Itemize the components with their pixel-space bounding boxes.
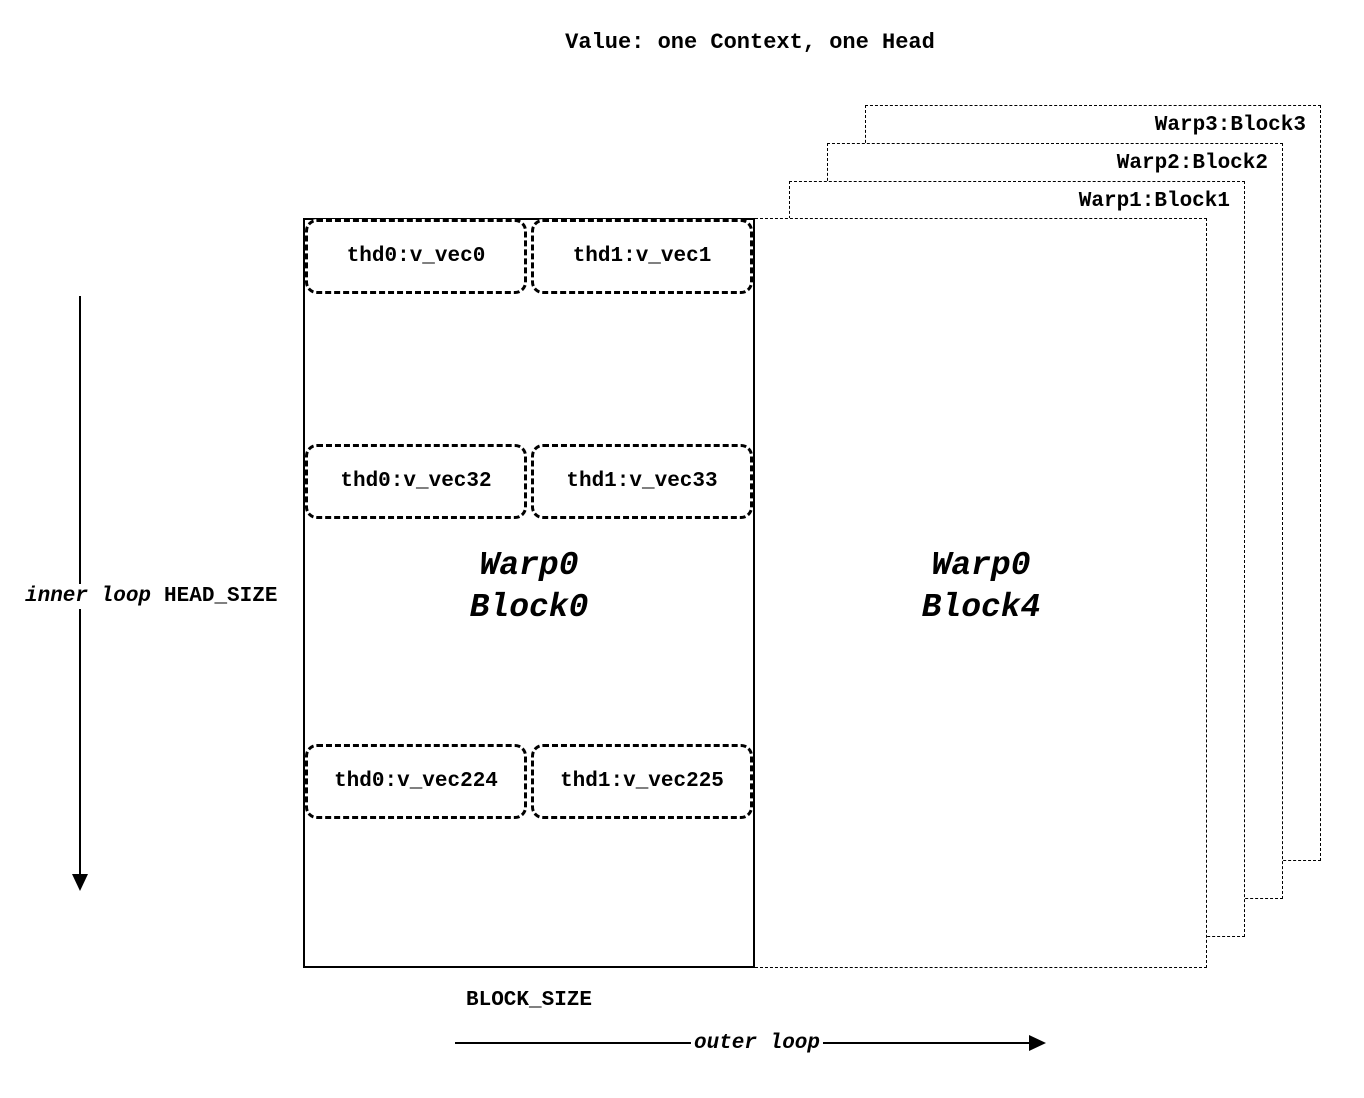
block0-label-line2: Block0: [469, 589, 589, 626]
outer-loop-arrow-head-icon: [1029, 1035, 1046, 1051]
thread-cell-label: thd0:v_vec224: [334, 770, 498, 793]
inner-loop-label: inner loop: [25, 585, 152, 608]
block-warp0-block4-label: Warp0 Block4: [922, 545, 1041, 629]
block-warp0-block0-label: Warp0 Block0: [470, 545, 589, 629]
block-warp0-block0: [303, 218, 755, 968]
thread-cell-label: thd1:v_vec225: [560, 770, 724, 793]
inner-loop-arrow-head-icon: [72, 874, 88, 891]
thread-cell-label: thd1:v_vec1: [572, 245, 712, 268]
outer-loop-label: outer loop: [690, 1031, 824, 1056]
block4-label-line1: Warp0: [931, 547, 1031, 584]
thread-cell: thd1:v_vec33: [531, 444, 753, 519]
block-size-label: BLOCK_SIZE: [462, 988, 596, 1013]
thread-cell-label: thd1:v_vec33: [566, 470, 718, 493]
thread-cell: thd1:v_vec1: [531, 219, 753, 294]
thread-cell: thd1:v_vec225: [531, 744, 753, 819]
thread-cell: thd0:v_vec32: [305, 444, 527, 519]
thread-cell: thd0:v_vec224: [305, 744, 527, 819]
thread-cell-label: thd0:v_vec0: [346, 245, 486, 268]
head-size-label: HEAD_SIZE: [164, 585, 278, 608]
block0-label-line1: Warp0: [479, 547, 579, 584]
thread-cell: thd0:v_vec0: [305, 219, 527, 294]
inner-loop-head-size-label: inner loop HEAD_SIZE: [22, 584, 281, 609]
block-warp1-block1-label: Warp1:Block1: [1078, 190, 1230, 213]
thread-cell-label: thd0:v_vec32: [340, 470, 492, 493]
block-warp2-block2-label: Warp2:Block2: [1116, 152, 1268, 175]
block4-label-line2: Block4: [921, 589, 1041, 626]
diagram-title: Value: one Context, one Head: [565, 30, 935, 55]
block-warp3-block3-label: Warp3:Block3: [1154, 114, 1306, 137]
block-warp0-block4: [755, 218, 1207, 968]
